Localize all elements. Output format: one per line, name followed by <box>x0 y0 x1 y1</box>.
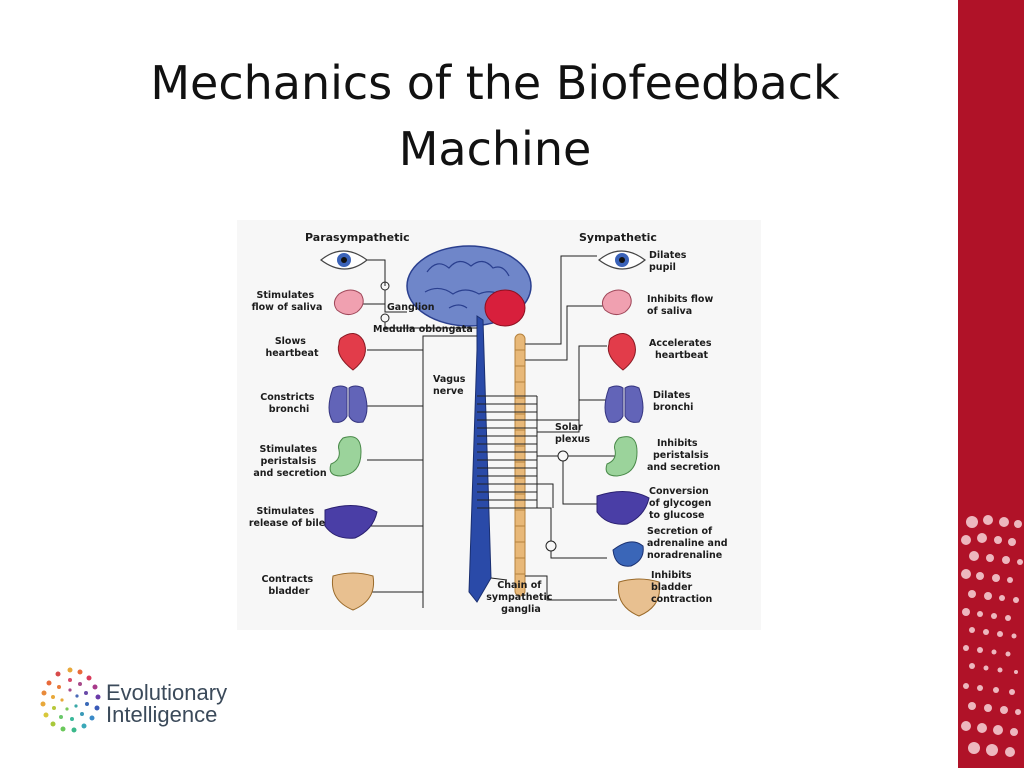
right-liver-icon <box>596 491 650 525</box>
right-label-saliva: Inhibits flow of saliva <box>647 294 717 317</box>
left-label-bile: Stimulates release of bile <box>249 506 325 529</box>
left-eye-icon <box>320 250 368 270</box>
right-label-glycogen: Conversion of glycogen to glucose <box>649 486 715 521</box>
logo-line-1: Evolutionary <box>106 680 228 705</box>
nerve-connector-lines <box>357 255 617 608</box>
dot-pattern-decoration <box>961 515 1023 757</box>
left-stomach-icon <box>329 436 362 477</box>
logo-line-2: Intelligence <box>106 702 218 727</box>
nervous-system-diagram: Parasympathetic Sympathetic <box>237 220 761 630</box>
right-label-heart: Accelerates heartbeat <box>649 338 715 361</box>
right-stomach-icon <box>605 436 638 477</box>
right-label-bronchi: Dilates bronchi <box>653 390 694 413</box>
side-decoration-band <box>958 0 1024 768</box>
vagus-nerve-label: Vagus nerve <box>433 374 469 397</box>
title-line-2: Machine <box>398 122 592 176</box>
left-bladder-icon <box>331 572 375 611</box>
left-label-saliva: Stimulates flow of saliva <box>252 290 323 313</box>
evolutionary-intelligence-logo-icon <box>40 667 101 733</box>
sympathetic-chain-label: Chain of sympathetic ganglia <box>486 580 555 615</box>
sympathetic-chain-icon <box>514 333 526 597</box>
right-eye-icon <box>598 250 646 270</box>
adrenal-gland-icon <box>612 541 644 567</box>
left-salivary-gland-icon <box>333 289 364 316</box>
right-heart-icon <box>607 333 636 371</box>
right-label-bladder: Inhibits bladder contraction <box>651 570 713 605</box>
title-line-1: Mechanics of the Biofeedback <box>150 56 840 110</box>
left-heart-icon <box>337 333 366 371</box>
left-label-bladder: Contracts bladder <box>261 574 316 597</box>
spinal-cord-icon <box>468 315 492 603</box>
left-label-heart: Slows heartbeat <box>265 336 318 359</box>
left-lungs-icon <box>328 385 368 423</box>
slide-title: Mechanics of the Biofeedback Machine <box>60 50 930 182</box>
cerebellum-icon <box>484 289 526 327</box>
right-lungs-icon <box>604 385 644 423</box>
left-liver-icon <box>324 505 378 539</box>
logo-text: Evolutionary Intelligence <box>106 682 227 726</box>
right-label-peristalsis: Inhibits peristalsis and secretion <box>647 438 720 473</box>
parasympathetic-header: Parasympathetic <box>305 231 410 244</box>
right-salivary-gland-icon <box>601 289 632 316</box>
right-bladder-icon <box>617 578 661 617</box>
right-label-pupil: Dilates pupil <box>649 250 690 273</box>
solar-plexus-label: Solar plexus <box>555 422 590 445</box>
sympathetic-header: Sympathetic <box>579 231 657 244</box>
left-label-peristalsis: Stimulates peristalsis and secretion <box>253 444 326 479</box>
ganglion-label: Ganglion <box>387 302 435 313</box>
medulla-label: Medulla oblongata <box>373 324 473 335</box>
right-label-adrenaline: Secretion of adrenaline and noradrenalin… <box>647 526 731 561</box>
left-label-bronchi: Constricts bronchi <box>260 392 318 415</box>
